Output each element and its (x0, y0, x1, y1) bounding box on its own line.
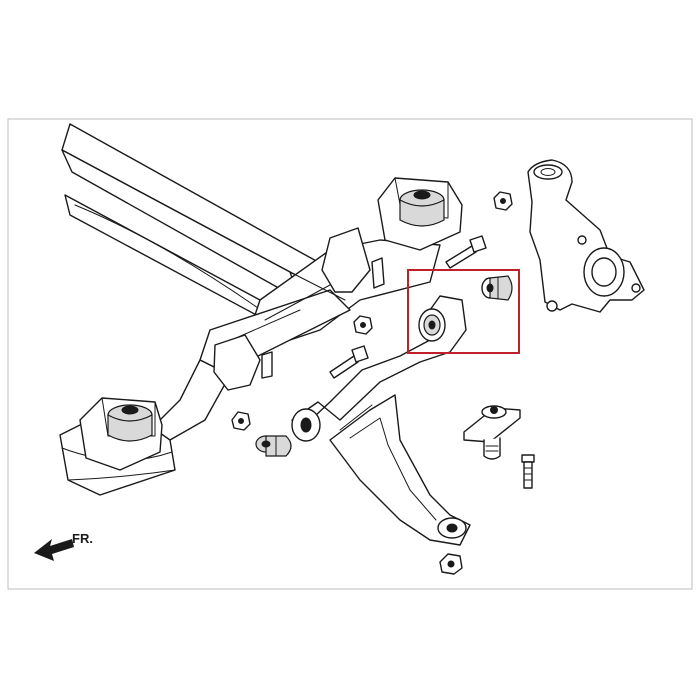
replacement-bushing (481, 275, 513, 301)
rear-rubber-mount (399, 189, 445, 227)
front-rubber-mount (107, 404, 153, 442)
front-direction-label: FR. (72, 531, 93, 546)
bolt-middle (329, 345, 369, 379)
front-bushing (255, 435, 292, 457)
highlight-box (407, 269, 520, 354)
steering-knuckle (527, 159, 645, 313)
subframe (59, 123, 463, 496)
nut-lower-left (231, 411, 251, 431)
ball-joint-bolt (521, 454, 535, 489)
ball-joint (463, 405, 521, 460)
rear-arm-bushing (418, 308, 446, 342)
nut-middle (353, 315, 373, 335)
nut-upper (493, 191, 513, 211)
lower-control-arm (291, 295, 471, 546)
front-direction-arrow-icon (34, 539, 74, 561)
diagram-frame (7, 118, 693, 590)
nut-bottom (439, 553, 463, 575)
bolt-upper (445, 235, 487, 269)
